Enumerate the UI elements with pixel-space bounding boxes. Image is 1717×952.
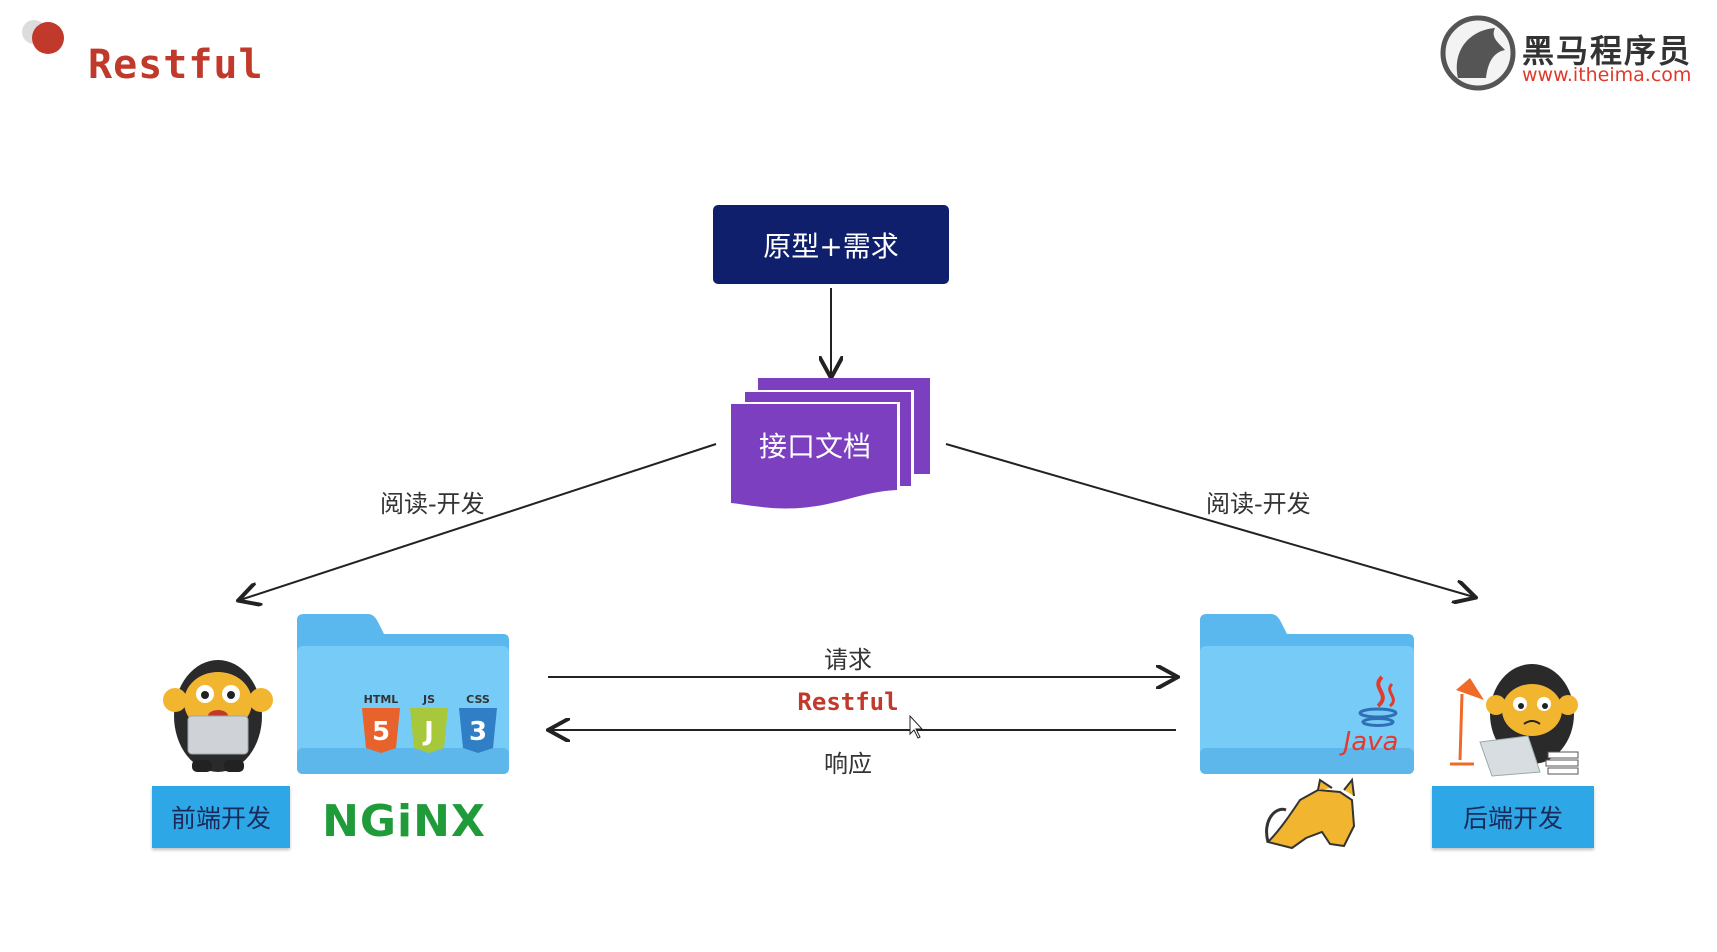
- tomcat-logo-icon: [1265, 777, 1356, 850]
- backend-developer-box: 后端开发: [1432, 786, 1594, 848]
- edge-label-response: 响应: [824, 750, 872, 778]
- frontend-folder-icon: [297, 614, 509, 774]
- js-num: J: [422, 717, 434, 747]
- title-bullet-icon: [22, 20, 64, 54]
- itheima-logo-icon: [1440, 15, 1516, 91]
- nginx-logo: NGiNX: [322, 796, 486, 847]
- html5-num: 5: [372, 717, 390, 747]
- java-label: Java: [1339, 727, 1399, 757]
- brand-name: 黑马程序员: [1522, 32, 1693, 70]
- edge-label-request: 请求: [824, 646, 872, 674]
- edge-label-read-dev-right: 阅读-开发: [1206, 490, 1311, 518]
- java-logo-icon: Java: [1339, 675, 1399, 757]
- requirements-node: 原型+需求: [713, 205, 949, 284]
- arrow-doc-to-backend: [945, 443, 1474, 597]
- edge-label-read-dev-left: 阅读-开发: [380, 490, 485, 518]
- frontend-developer-box: 前端开发: [152, 786, 290, 848]
- brand-url: www.itheima.com: [1522, 64, 1692, 86]
- js-icon: JS J: [410, 693, 448, 753]
- html-label: HTML: [364, 693, 399, 706]
- arrow-doc-to-frontend: [240, 443, 717, 600]
- css3-icon: CSS 3: [459, 693, 497, 753]
- backend-folder-icon: [1200, 614, 1414, 774]
- css-label: CSS: [466, 693, 490, 706]
- css3-num: 3: [469, 717, 487, 747]
- js-label: JS: [422, 693, 435, 706]
- mouse-cursor-icon: [909, 714, 924, 739]
- api-doc-label: 接口文档: [758, 430, 871, 463]
- html5-icon: HTML 5: [362, 693, 400, 753]
- api-doc-icon: [728, 378, 930, 509]
- slide-title: Restful: [88, 42, 264, 88]
- frontend-developer-avatar: [163, 660, 273, 772]
- restful-protocol-label: Restful: [797, 688, 899, 716]
- backend-developer-avatar: [1450, 664, 1579, 777]
